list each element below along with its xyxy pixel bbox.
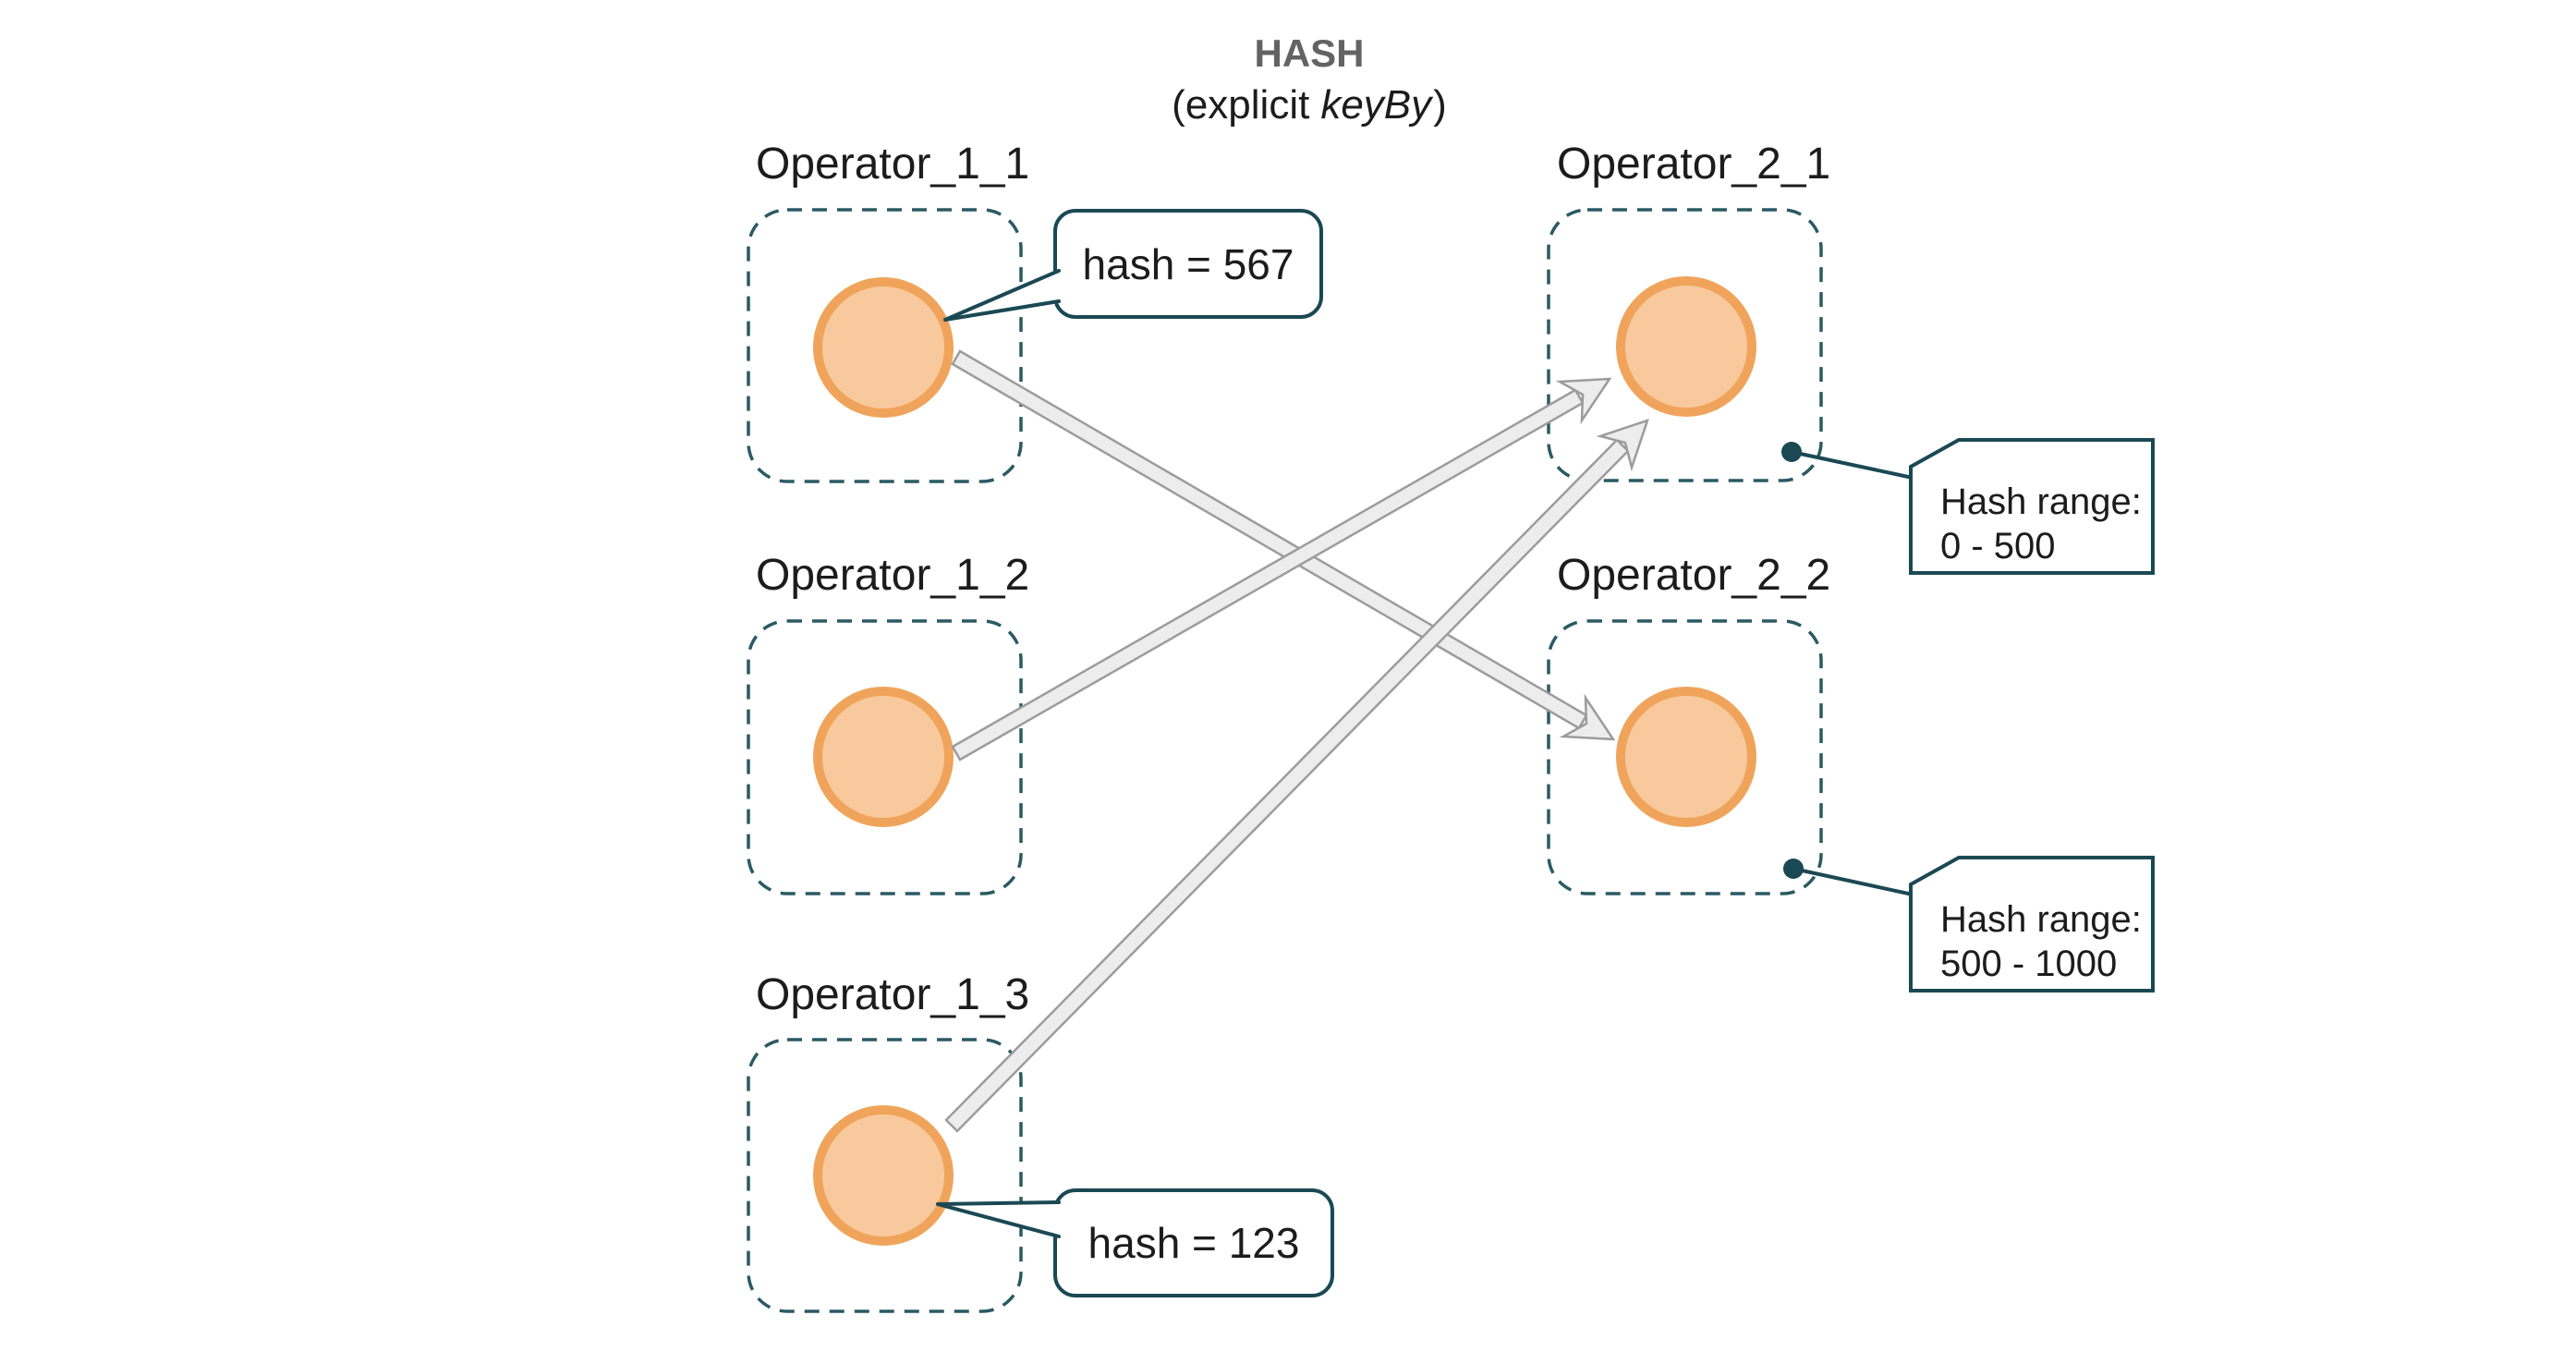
- operator-1-3-label: Operator_1_3: [756, 970, 1029, 1019]
- hash-567-text: hash = 567: [1083, 240, 1294, 288]
- operator-2-1-label: Operator_2_1: [1557, 140, 1830, 189]
- hash-range-2-box: [1909, 856, 2155, 993]
- arrow-shaft: [951, 349, 1588, 730]
- subtask-circles: [813, 276, 1756, 1246]
- operator-1-1-box: [747, 208, 1023, 483]
- hash-123-text: hash = 123: [1088, 1219, 1300, 1267]
- subtitle-suffix: ): [1433, 82, 1447, 128]
- connector-line: [1791, 450, 1914, 480]
- hash-range-1-line1: Hash range:: [1940, 481, 2142, 522]
- anchor-dot-icon: [1781, 442, 1802, 462]
- connector-line: [1792, 867, 1914, 896]
- operator-2-1-box: [1547, 208, 1823, 482]
- operator-1-2-box: [747, 619, 1023, 895]
- hash-567-callout: [943, 209, 1323, 322]
- hash-123-box: [1053, 1188, 1334, 1297]
- subtask-circle-2-2: [1616, 687, 1756, 827]
- hash-567-box: [1053, 209, 1323, 319]
- subtask-circle-1-3: [813, 1105, 954, 1246]
- subtitle-prefix: (explicit: [1172, 82, 1309, 128]
- arrow-head-icon: [1555, 377, 1612, 425]
- hash-range-2-line2: 500 - 1000: [1940, 944, 2117, 984]
- arrow-head-icon: [1559, 693, 1616, 741]
- subtask-circle-1-2: [813, 687, 954, 827]
- anchor-dot-icon: [1783, 859, 1804, 879]
- operator-1-3-box: [747, 1038, 1023, 1313]
- hash-range-1-callout: [1781, 438, 2155, 575]
- callout-tail-line: [943, 269, 1061, 322]
- hash-range-2-line1: Hash range:: [1940, 899, 2142, 940]
- diagram-title: HASH: [1254, 31, 1364, 75]
- arrow-1-3-to-2-1: [944, 419, 1649, 1133]
- operator-2-2-label: Operator_2_2: [1557, 551, 1830, 600]
- operator-2-2-box: [1547, 619, 1823, 895]
- operator-1-2-label: Operator_1_2: [756, 551, 1029, 600]
- hash-range-2-callout: [1783, 856, 2155, 993]
- callout-tail-line: [936, 1200, 1061, 1238]
- subtask-circle-2-1: [1616, 276, 1756, 417]
- arrow-1-2-to-2-1: [951, 377, 1612, 761]
- subtitle-keyword: keyBy: [1320, 82, 1434, 128]
- subtask-circle-1-1: [813, 277, 954, 418]
- hash-range-1-line2: 0 - 500: [1940, 526, 2056, 566]
- hash-range-1-box: [1909, 438, 2155, 575]
- operator-boxes: [747, 208, 1823, 1313]
- arrow-head-icon: [1596, 419, 1649, 472]
- hash-123-callout: [936, 1188, 1334, 1297]
- operator-1-1-label: Operator_1_1: [756, 140, 1029, 189]
